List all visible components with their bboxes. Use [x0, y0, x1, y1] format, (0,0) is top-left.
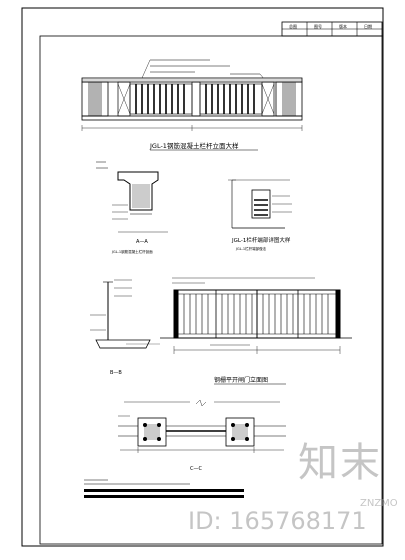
sheet-border — [21, 7, 384, 547]
section-c-title: C—C — [190, 466, 202, 472]
gate-elevation-drawing — [160, 277, 352, 354]
watermark-id: ID: 165768171 — [188, 507, 367, 535]
title-block-header-1: 总图 — [289, 23, 297, 29]
top-elevation-drawing — [81, 59, 303, 131]
section-a-note: JGL-1钢筋混凝土栏杆剖面 — [111, 249, 153, 254]
detail-b-title: JGL-1栏杆端部详图大样 — [231, 236, 291, 244]
section-b-title: B—B — [110, 370, 122, 376]
watermark-logo-sub: ZNZMO — [360, 498, 398, 509]
watermark-logo: 知末 — [298, 440, 382, 486]
title-block-header-2: 图号 — [314, 23, 322, 29]
section-b-drawing — [90, 279, 160, 349]
detail-b-drawing — [228, 179, 292, 229]
detail-b-note: JGL-1栏杆端部做法 — [235, 246, 267, 251]
title-block-header-3: 版本 — [339, 23, 347, 29]
section-a-title: A—A — [136, 239, 148, 245]
title-block-header-4: 日期 — [364, 23, 372, 29]
section-a-drawing — [96, 161, 168, 233]
drawing-frame — [39, 35, 383, 545]
title-block: 总图 图号 版本 日期 — [281, 21, 383, 37]
section-c-drawing — [118, 399, 286, 453]
top-elevation-title: JGL-1钢筋混凝土栏杆立面大样 — [149, 141, 239, 150]
notes-block — [84, 479, 244, 498]
gate-elevation-title: 钢栅平开闸门立面图 — [214, 376, 268, 384]
